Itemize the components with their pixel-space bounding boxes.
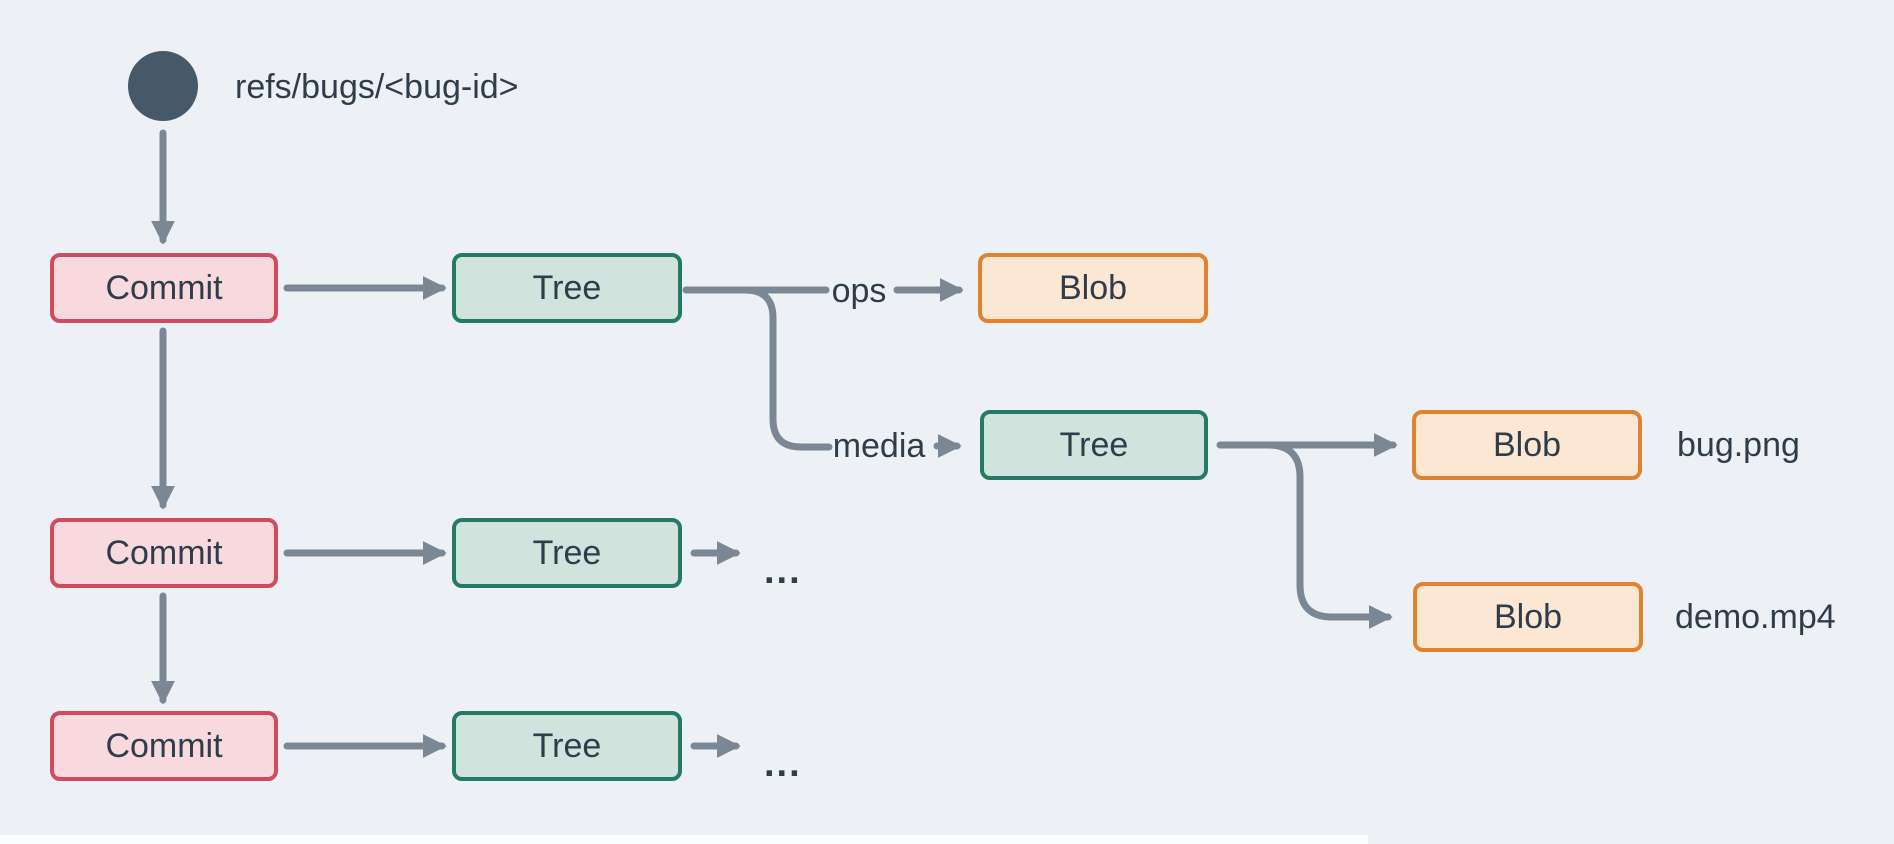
tree-node-3: Tree bbox=[452, 711, 682, 781]
blob-node-label: Blob bbox=[1492, 426, 1562, 464]
tree-node-media: Tree bbox=[980, 410, 1208, 480]
tree-node-label: Tree bbox=[532, 269, 602, 307]
commit-node-1: Commit bbox=[50, 253, 278, 323]
bottom-edge-strip bbox=[0, 835, 1368, 844]
ellipsis-row3: ... bbox=[764, 743, 802, 785]
tree-node-label: Tree bbox=[532, 727, 602, 765]
tree-node-2: Tree bbox=[452, 518, 682, 588]
edge-tree1-media-branch bbox=[741, 286, 833, 451]
tree-node-1: Tree bbox=[452, 253, 682, 323]
commit-node-label: Commit bbox=[105, 269, 223, 307]
ref-label: refs/bugs/<bug-id> bbox=[235, 68, 519, 106]
blob-node-demo-mp4: Blob bbox=[1413, 582, 1643, 652]
file-label-bug-png: bug.png bbox=[1677, 426, 1800, 464]
file-label-demo-mp4: demo.mp4 bbox=[1675, 598, 1836, 636]
commit-node-2: Commit bbox=[50, 518, 278, 588]
tree-node-label: Tree bbox=[1059, 426, 1129, 464]
blob-node-label: Blob bbox=[1493, 598, 1563, 636]
ref-node-circle bbox=[128, 51, 198, 121]
commit-node-label: Commit bbox=[105, 534, 223, 572]
commit-node-label: Commit bbox=[105, 727, 223, 765]
blob-node-bug-png: Blob bbox=[1412, 410, 1642, 480]
commit-node-3: Commit bbox=[50, 711, 278, 781]
edge-label-media: media bbox=[832, 427, 926, 465]
blob-node-label: Blob bbox=[1058, 269, 1128, 307]
ellipsis-row2: ... bbox=[764, 550, 802, 592]
edge-label-ops: ops bbox=[831, 272, 887, 310]
edge-treemedia-to-blobdemo bbox=[1264, 441, 1393, 629]
blob-node-ops: Blob bbox=[978, 253, 1208, 323]
tree-node-label: Tree bbox=[532, 534, 602, 572]
